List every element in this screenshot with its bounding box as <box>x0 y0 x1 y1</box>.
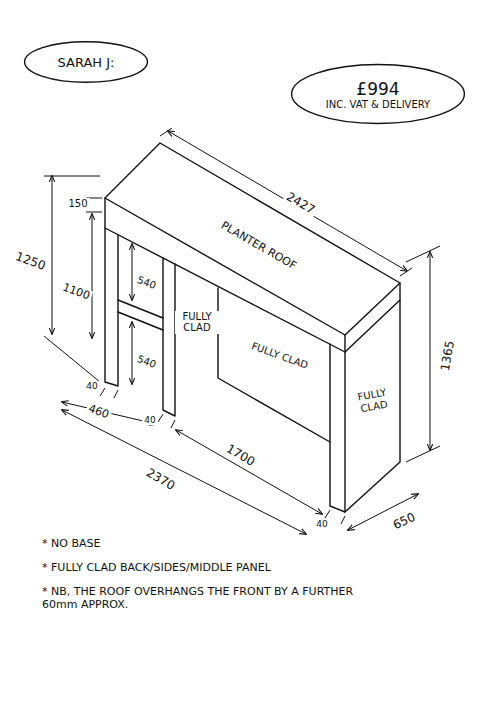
dimension-label: 1365 <box>438 338 458 374</box>
left-leg <box>105 228 118 386</box>
dimension-label: 540 <box>134 274 160 293</box>
node-heading: £994 <box>356 79 399 99</box>
dimension-label: 2370 <box>142 465 179 494</box>
dimension-label: 460 <box>84 402 112 422</box>
node-heading: SARAH J: <box>58 55 115 70</box>
middle-panel <box>163 258 175 416</box>
dimension-label: 40 <box>314 519 329 529</box>
part-label: FULLY CLAD <box>348 385 397 416</box>
name-ellipse: SARAH J: <box>22 40 150 84</box>
price-ellipse: £994INC. VAT & DELIVERY <box>288 62 468 126</box>
right-side <box>345 300 400 512</box>
shelf <box>118 300 163 330</box>
dimension-label: 650 <box>389 510 419 534</box>
dimension-label: 1250 <box>11 250 48 275</box>
right-leg <box>330 344 345 512</box>
note-text: * NB, THE ROOF OVERHANGS THE FRONT BY A … <box>40 586 374 611</box>
node-note: INC. VAT & DELIVERY <box>326 99 430 110</box>
dimension-label: 540 <box>134 353 160 372</box>
dimension-lines <box>44 128 440 534</box>
dimension-label: 1100 <box>59 281 93 304</box>
note-text: * FULLY CLAD BACK/SIDES/MIDDLE PANEL <box>40 562 444 575</box>
roof-end <box>345 283 400 352</box>
back-panel <box>218 288 330 442</box>
part-label: FULLY CLAD <box>175 311 219 334</box>
dimension-label: 150 <box>66 198 89 210</box>
roof-front <box>105 198 345 352</box>
part-label: PLANTER ROOF <box>216 218 299 273</box>
dimension-label: 40 <box>142 415 157 425</box>
part-label: FULLY CLAD <box>248 340 312 373</box>
roof-top <box>105 143 400 335</box>
dimension-label: 1700 <box>222 441 259 470</box>
note-text: * NO BASE <box>40 538 444 551</box>
dimension-label: 2427 <box>282 189 319 218</box>
dimension-label: 40 <box>84 381 99 391</box>
